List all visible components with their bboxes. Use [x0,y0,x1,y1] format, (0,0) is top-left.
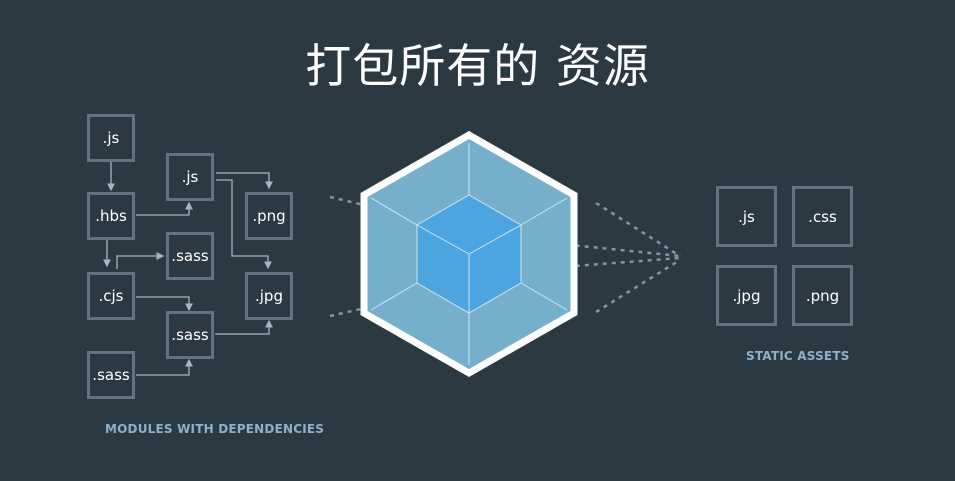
module-sass-2: .sass [166,232,214,280]
module-sass: .sass [87,351,135,399]
modules-caption: MODULES WITH DEPENDENCIES [105,422,325,436]
webpack-cube [360,130,578,378]
asset-jpg: .jpg [716,265,777,326]
page-title: 打包所有的 资源 [305,39,650,93]
module-png: .png [245,192,293,240]
asset-js: .js [716,186,777,247]
dependency-arrows [103,162,273,376]
module-hbs: .hbs [87,192,135,240]
module-js: .js [87,114,135,162]
module-sass-3: .sass [166,311,214,359]
module-jpg: .jpg [245,272,293,320]
assets-caption: STATIC ASSETS [746,349,850,363]
asset-css: .css [792,186,853,247]
asset-png: .png [792,265,853,326]
module-js-2: .js [166,153,214,201]
module-cjs: .cjs [87,272,135,320]
